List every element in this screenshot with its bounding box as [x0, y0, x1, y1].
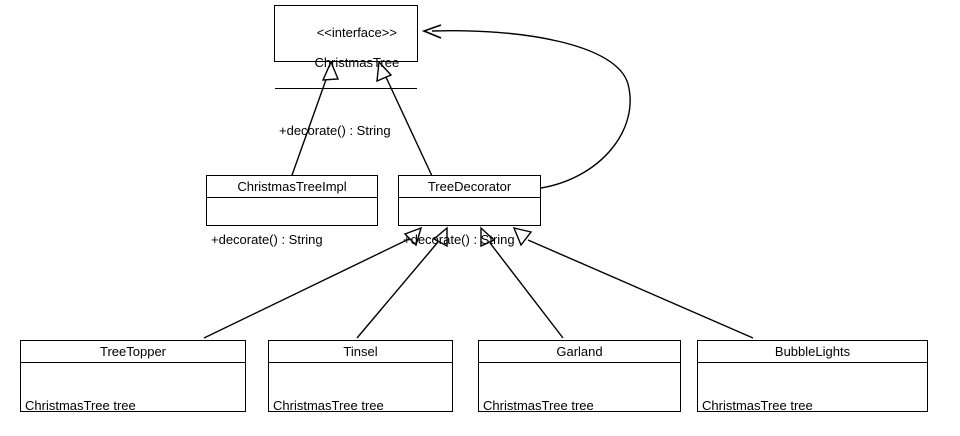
class-attributes-bubble-lights: ChristmasTree tree	[698, 362, 927, 436]
class-header-christmas-tree: <<interface>> ChristmasTree	[275, 6, 417, 88]
attribute-tree: ChristmasTree tree	[273, 398, 384, 413]
class-box-bubble-lights[interactable]: BubbleLights ChristmasTree tree + decora…	[697, 340, 928, 413]
attribute-tree: ChristmasTree tree	[483, 398, 594, 413]
method-decorate: +decorate() : String	[403, 232, 515, 247]
class-title-christmas-tree: ChristmasTree	[314, 55, 400, 70]
class-box-christmas-tree-impl[interactable]: ChristmasTreeImpl +decorate() : String	[206, 175, 378, 247]
attribute-tree: ChristmasTree tree	[25, 398, 136, 413]
class-stereotype-christmas-tree: <<interface>>	[316, 25, 397, 40]
class-attributes-tinsel: ChristmasTree tree	[269, 362, 452, 436]
class-box-tree-topper[interactable]: TreeTopper ChristmasTree tree + decorate…	[20, 340, 246, 413]
class-box-tinsel[interactable]: Tinsel ChristmasTree tree + decorate : S…	[268, 340, 453, 413]
method-decorate: +decorate() : String	[211, 232, 323, 247]
method-decorate: +decorate() : String	[279, 123, 391, 138]
edge-bubblelights-to-decorator	[512, 227, 754, 339]
class-attributes-tree-topper: ChristmasTree tree	[21, 362, 245, 436]
class-title-tinsel: Tinsel	[343, 344, 378, 359]
class-methods-christmas-tree-impl: +decorate() : String	[207, 197, 377, 282]
class-title-tree-topper: TreeTopper	[100, 344, 166, 359]
class-box-garland[interactable]: Garland ChristmasTree tree + decorate : …	[478, 340, 681, 413]
edge-decorator-association	[421, 24, 631, 189]
class-attributes-garland: ChristmasTree tree	[479, 362, 680, 436]
class-methods-christmas-tree: +decorate() : String	[275, 88, 417, 173]
class-title-christmas-tree-impl: ChristmasTreeImpl	[237, 179, 347, 194]
class-box-christmas-tree[interactable]: <<interface>> ChristmasTree +decorate() …	[274, 5, 418, 138]
attribute-tree: ChristmasTree tree	[702, 398, 813, 413]
class-title-tree-decorator: TreeDecorator	[427, 179, 512, 194]
class-methods-tree-decorator: +decorate() : String	[399, 197, 540, 282]
class-title-garland: Garland	[556, 344, 603, 359]
class-title-bubble-lights: BubbleLights	[774, 344, 851, 359]
class-box-tree-decorator[interactable]: TreeDecorator +decorate() : String	[398, 175, 541, 247]
